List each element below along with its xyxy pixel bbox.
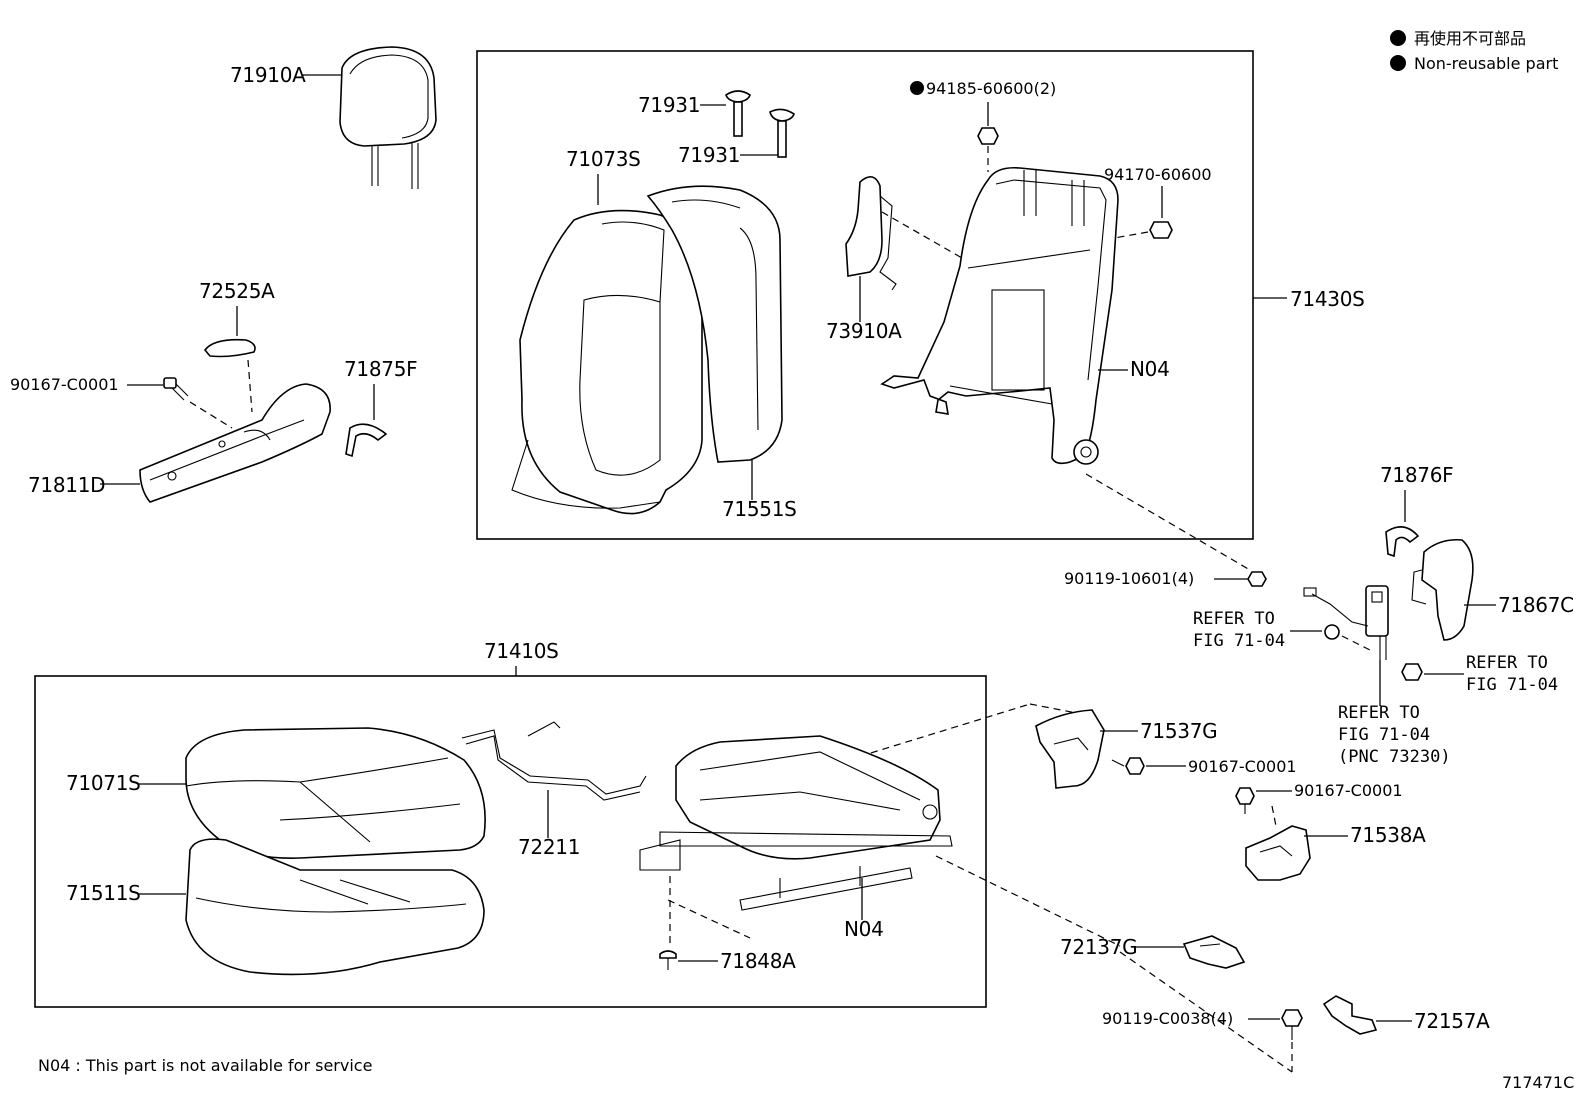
legend-english: Non-reusable part [1414,54,1558,73]
label-71538A: 71538A [1350,823,1426,847]
label-71876F: 71876F [1380,463,1453,487]
cover-71867C-part [1411,538,1474,641]
footnote: N04 : This part is not available for ser… [38,1056,372,1075]
seatback-pad-71551S-part [646,185,783,463]
label-94170-60600: 94170-60600 [1104,165,1212,184]
label-90119-C0038: 90119-C0038(4) [1102,1009,1233,1028]
nut-refer-part [1401,663,1423,681]
cover-72157A-part [1322,995,1378,1035]
clip-71875F-part [345,423,388,458]
side-cover-71811D-part [139,383,331,503]
label-71931-a: 71931 [638,93,700,117]
label-N04-cushion: N04 [844,917,884,941]
seatback-cover-71073S-part [511,209,703,515]
screw-90167-part [163,377,189,401]
refer-label-2-line1: REFER TO [1466,653,1548,673]
refer-label-3-line2: FIG 71-04 [1338,725,1430,745]
headrest-part [339,46,437,189]
label-72157A: 72157A [1414,1009,1490,1033]
label-71867C: 71867C [1498,593,1574,617]
refer-label-2-line2: FIG 71-04 [1466,675,1558,695]
label-71848A: 71848A [720,949,796,973]
refer-label-3-line1: REFER TO [1338,703,1420,723]
legend-japanese: 再使用不可部品 [1414,29,1526,48]
non-reusable-marker-icon [910,81,924,95]
illustration-id: 717471C [1502,1073,1574,1092]
non-reusable-marker-icon [1390,55,1406,71]
label-71931-b: 71931 [678,143,740,167]
seatback-frame-N04-part [880,166,1119,465]
label-73910A: 73910A [826,319,902,343]
cushion-pad-71511S-part [185,838,485,976]
screw-71848A-part [659,950,677,970]
label-90167-C0001-top: 90167-C0001 [10,375,119,394]
label-71910A: 71910A [230,63,306,87]
label-N04-seatback: N04 [1130,357,1170,381]
refer-label-1-line1: REFER TO [1193,609,1275,629]
label-71551S: 71551S [722,497,797,521]
washer-part [1324,624,1340,640]
bracket-71537G-part [1035,709,1105,789]
label-71811D: 71811D [28,473,105,497]
seat-cushion-assembly-box [34,675,987,1008]
seatback-assembly-box [476,50,1254,540]
bolt-90119-C0038-part [1281,1009,1303,1040]
label-71410S: 71410S [484,639,559,663]
label-71073S: 71073S [566,147,641,171]
screw-90167-part-c [1235,787,1255,814]
bracket-71538A-part [1245,825,1311,881]
label-71430S: 71430S [1290,287,1365,311]
cushion-cover-71071S-part [185,727,486,859]
label-71875F: 71875F [344,357,417,381]
seat-belt-buckle-part [1303,585,1389,660]
screw-90167-part-b [1111,757,1145,775]
label-72211: 72211 [518,835,580,859]
guide-71931-part-a [725,90,751,137]
nut-94185-part [977,127,999,145]
bolt-90119-10601-part [1247,571,1267,587]
clip-71876F-part [1385,526,1420,558]
knob-72525A-part [203,338,256,358]
cover-72137G-part [1182,935,1246,969]
label-90167-C0001-b: 90167-C0001 [1188,757,1297,776]
refer-label-1-line2: FIG 71-04 [1193,631,1285,651]
label-90167-C0001-c: 90167-C0001 [1294,781,1403,800]
refer-label-3-line3: (PNC 73230) [1338,747,1451,767]
label-94185-60600: 94185-60600(2) [926,79,1056,98]
wire-72211-part [461,721,647,801]
label-71511S: 71511S [66,881,141,905]
label-71071S: 71071S [66,771,141,795]
seat-frame-N04-part [639,735,953,911]
non-reusable-marker-icon [1390,30,1406,46]
trim-73910A-part [845,176,897,291]
nut-94170-part [1149,221,1173,239]
label-90119-10601: 90119-10601(4) [1064,569,1194,588]
guide-71931-part-b [769,108,795,158]
label-71537G: 71537G [1140,719,1217,743]
label-72525A: 72525A [199,279,275,303]
